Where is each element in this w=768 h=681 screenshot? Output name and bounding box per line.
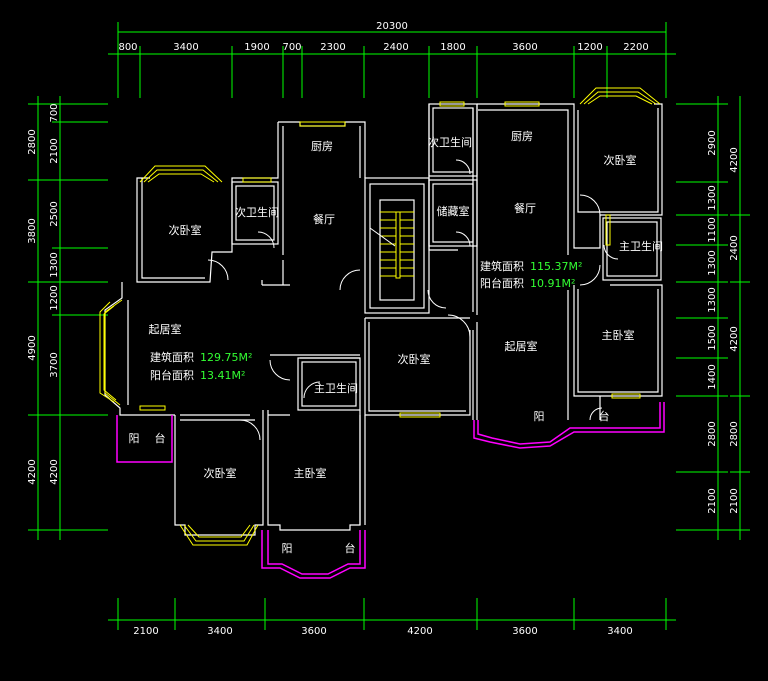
right-balcony-area-label: 阳台面积 [480, 276, 524, 290]
room-label-right-sec-bed-top: 次卧室 [604, 153, 637, 167]
dim-bottom: 3400 [207, 626, 232, 637]
right-building-area-value: 115.37M² [530, 260, 582, 273]
room-label-left-sec-bed-top: 次卧室 [169, 223, 202, 237]
left-unit-outline [136, 122, 279, 283]
dim-right-inner: 1500 [707, 325, 718, 350]
dim-right-inner: 1300 [707, 250, 718, 275]
room-label-right-sec-bath: 次卫生间 [428, 135, 472, 149]
dim-right-inner: 2100 [707, 488, 718, 513]
room-label-left-master-bath: 主卫生间 [314, 381, 358, 395]
right-building-area-label: 建筑面积 [480, 259, 524, 273]
room-label-left-bottom-balcony: 阳 [282, 542, 293, 555]
dim-right-inner: 1300 [707, 287, 718, 312]
room-label-left-sec-bath: 次卫生间 [235, 205, 279, 219]
dimension-lines [28, 22, 750, 630]
dim-top: 2200 [623, 42, 648, 53]
room-label-right-master-bed: 主卧室 [602, 328, 635, 342]
right-balcony-area-value: 10.91M² [530, 277, 575, 290]
dim-left-inner: 700 [49, 103, 60, 122]
walls [104, 103, 663, 536]
dim-left-inner: 1300 [49, 252, 60, 277]
room-labels: 厨房 餐厅 次卫生间 次卧室 起居室 主卫生间 阳 台 次卧室 主卧室 阳 台 … [129, 130, 664, 555]
dim-right-inner: 1300 [707, 185, 718, 210]
dim-left-inner: 1200 [49, 285, 60, 310]
dim-right-inner: 1400 [707, 364, 718, 389]
dim-right-inner: 1100 [707, 217, 718, 242]
dim-top: 1800 [440, 42, 465, 53]
dim-top: 1200 [577, 42, 602, 53]
dim-right-inner: 2900 [707, 130, 718, 155]
room-label-right-living: 起居室 [505, 339, 538, 353]
dim-bottom: 3600 [301, 626, 326, 637]
room-label-right-sec-bed-mid: 次卧室 [398, 352, 431, 366]
dim-bottom: 3400 [607, 626, 632, 637]
dim-right-outer: 2100 [729, 488, 740, 513]
dim-left-inner: 2500 [49, 201, 60, 226]
dim-top: 2300 [320, 42, 345, 53]
room-label-left-master-bed: 主卧室 [294, 466, 327, 480]
left-unit-outline-west [104, 282, 175, 416]
room-label-right-storage: 储藏室 [437, 204, 470, 218]
left-building-area-value: 129.75M² [200, 351, 252, 364]
dim-left-inner: 2100 [49, 138, 60, 163]
dim-bottom: 3600 [512, 626, 537, 637]
left-bottom-outline [174, 410, 264, 536]
room-label-left-balcony: 阳 [129, 432, 140, 445]
stair-arrow [369, 227, 396, 247]
room-label-right-balcony: 阳 [534, 410, 545, 423]
dimension-text: 20300 800 3400 1900 700 2300 2400 1800 3… [27, 21, 740, 637]
room-label-right-dining: 餐厅 [514, 201, 536, 215]
left-balcony-area-value: 13.41M² [200, 369, 245, 382]
dim-left-outer: 4900 [27, 335, 38, 360]
dim-top: 3400 [173, 42, 198, 53]
dim-left-outer: 2800 [27, 129, 38, 154]
dim-top: 3600 [512, 42, 537, 53]
dim-total-width: 20300 [376, 21, 408, 32]
stair [380, 211, 414, 279]
room-label-left-sec-bed-bottom: 次卧室 [204, 466, 237, 480]
room-label-left-kitchen: 厨房 [311, 140, 333, 153]
dim-top: 700 [282, 42, 301, 53]
dim-right-outer: 4200 [729, 147, 740, 172]
left-balcony-area-label: 阳台面积 [150, 368, 194, 382]
dim-top: 1900 [244, 42, 269, 53]
dim-bottom: 2100 [133, 626, 158, 637]
door-swings [207, 159, 619, 441]
dim-left-outer: 4200 [27, 459, 38, 484]
dim-right-outer: 4200 [729, 326, 740, 351]
dim-right-outer: 2800 [729, 421, 740, 446]
dim-left-inner: 3700 [49, 352, 60, 377]
room-label-left-balcony: 台 [155, 431, 166, 445]
dim-left-outer: 3800 [27, 218, 38, 243]
balconies [116, 402, 665, 579]
dim-right-outer: 2400 [729, 235, 740, 260]
room-label-right-master-bath: 主卫生间 [619, 239, 663, 253]
windows [99, 87, 661, 546]
area-annotations: 建筑面积 129.75M² 阳台面积 13.41M² 建筑面积 115.37M²… [150, 259, 582, 382]
dim-bottom: 4200 [407, 626, 432, 637]
left-master-outline [267, 410, 361, 531]
dim-top: 2400 [383, 42, 408, 53]
dim-right-inner: 2800 [707, 421, 718, 446]
room-label-left-living: 起居室 [149, 322, 182, 336]
room-label-left-bottom-balcony: 台 [345, 541, 356, 555]
room-label-right-kitchen: 厨房 [511, 130, 533, 143]
room-label-left-dining: 餐厅 [313, 212, 335, 226]
room-label-right-balcony: 台 [599, 409, 610, 423]
dim-left-inner: 4200 [49, 459, 60, 484]
left-building-area-label: 建筑面积 [150, 350, 194, 364]
dim-top: 800 [118, 42, 137, 53]
